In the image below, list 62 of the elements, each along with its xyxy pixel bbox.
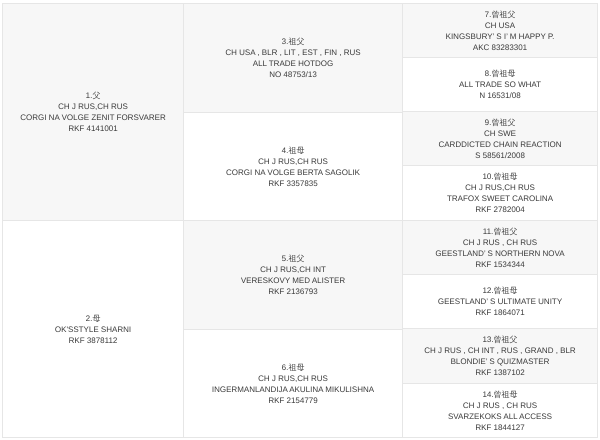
- dog-details: CH J RUS , CH INT , RUS , GRAND , BLR: [424, 345, 576, 356]
- dog-details: ALL TRADE SO WHAT: [458, 79, 542, 90]
- ancestor-label: 12.曾祖母: [482, 285, 518, 296]
- dog-details: GEESTLAND’ S ULTIMATE UNITY: [438, 296, 562, 307]
- registration-number: RKF 4141001: [68, 123, 118, 134]
- pedigree-cell: [402, 328, 598, 384]
- registration-number: RKF 3357835: [268, 178, 318, 188]
- pedigree-cell: [402, 220, 598, 275]
- registration-number: NO 48753/13: [269, 69, 317, 80]
- pedigree-cell: [402, 111, 598, 166]
- ancestor-label: 14.曾祖母: [482, 388, 518, 400]
- registration-number: N 16531/08: [479, 90, 521, 101]
- dog-details: CH J RUS,CH RUS: [58, 101, 128, 112]
- dog-details: CH USA , BLR , LIT , EST , FIN , RUS: [225, 47, 361, 58]
- registration-number: S 58561/2008: [475, 150, 525, 160]
- ancestor-label: 4.祖母: [282, 144, 304, 156]
- ancestor-label: 13.曾祖父: [482, 334, 518, 345]
- dog-details: TRAFOX SWEET CAROLINA: [446, 193, 554, 204]
- pedigree-cell: [402, 383, 598, 438]
- ancestor-label: 1.父: [86, 90, 100, 101]
- dog-details: CH J RUS,CH INT: [260, 264, 326, 275]
- registration-number: AKC 83283301: [472, 42, 528, 52]
- pedigree-cell: [2, 220, 184, 438]
- ancestor-label: 8.曾祖母: [484, 68, 516, 79]
- dog-details: GEESTLAND’ S NORTHERN NOVA: [435, 248, 565, 258]
- pedigree-cell: [402, 3, 598, 58]
- dog-details: CH J RUS , CH RUS: [462, 236, 538, 248]
- registration-number: RKF 1387102: [475, 367, 525, 378]
- registration-number: RKF 2136793: [268, 286, 318, 297]
- dog-details: INGERMANLANDIJA AKULINA MIKULISHNA: [212, 384, 374, 394]
- ancestor-label: 10.曾祖母: [482, 171, 518, 182]
- dog-details: CH SWE: [484, 128, 516, 138]
- ancestor-label: 3.祖父: [282, 36, 304, 47]
- registration-number: RKF 1844127: [475, 422, 525, 432]
- dog-details: CARDDICTED CHAIN REACTION: [438, 138, 562, 150]
- registration-number: RKF 1864071: [475, 307, 525, 318]
- dog-details: OK'SSTYLE SHARNI: [54, 324, 132, 334]
- ancestor-label: 9.曾祖父: [484, 116, 516, 128]
- registration-number: RKF 3878112: [68, 334, 118, 346]
- ancestor-label: 7.曾祖父: [484, 8, 516, 20]
- registration-number: RKF 1534344: [475, 258, 525, 270]
- dog-details: CH J RUS,CH RUS: [258, 156, 328, 166]
- ancestor-label: 11.曾祖父: [482, 226, 518, 236]
- pedigree-cell: [183, 220, 403, 330]
- dog-details: CH J RUS,CH RUS: [258, 372, 328, 384]
- pedigree-cell: [2, 3, 184, 221]
- registration-number: RKF 2154779: [268, 394, 318, 406]
- dog-details: CH J RUS,CH RUS: [465, 182, 535, 193]
- dog-details: CH J RUS , CH RUS: [462, 400, 538, 410]
- dog-details: ALL TRADE HOTDOG: [252, 58, 334, 69]
- registration-number: RKF 2782004: [475, 204, 525, 215]
- ancestor-label: 5.祖父: [282, 253, 304, 264]
- pedigree-cell: [183, 3, 403, 113]
- ancestor-label: 6.祖母: [282, 362, 304, 372]
- dog-details: VERESKOVY MED ALISTER: [240, 275, 346, 286]
- dog-details: CH USA: [484, 20, 516, 30]
- dog-details: CORGI NA VOLGE ZENIT FORSVARER: [20, 112, 166, 123]
- dog-details: SVARZEKOKS ALL ACCESS: [448, 410, 552, 422]
- ancestor-label: 2.母: [86, 312, 100, 324]
- dog-details: CORGI NA VOLGE BERTA SAGOLIK: [226, 166, 360, 178]
- dog-details: BLONDIE’ S QUIZMASTER: [450, 356, 550, 367]
- dog-details: KINGSBURY’ S I’ M HAPPY P.: [446, 30, 554, 42]
